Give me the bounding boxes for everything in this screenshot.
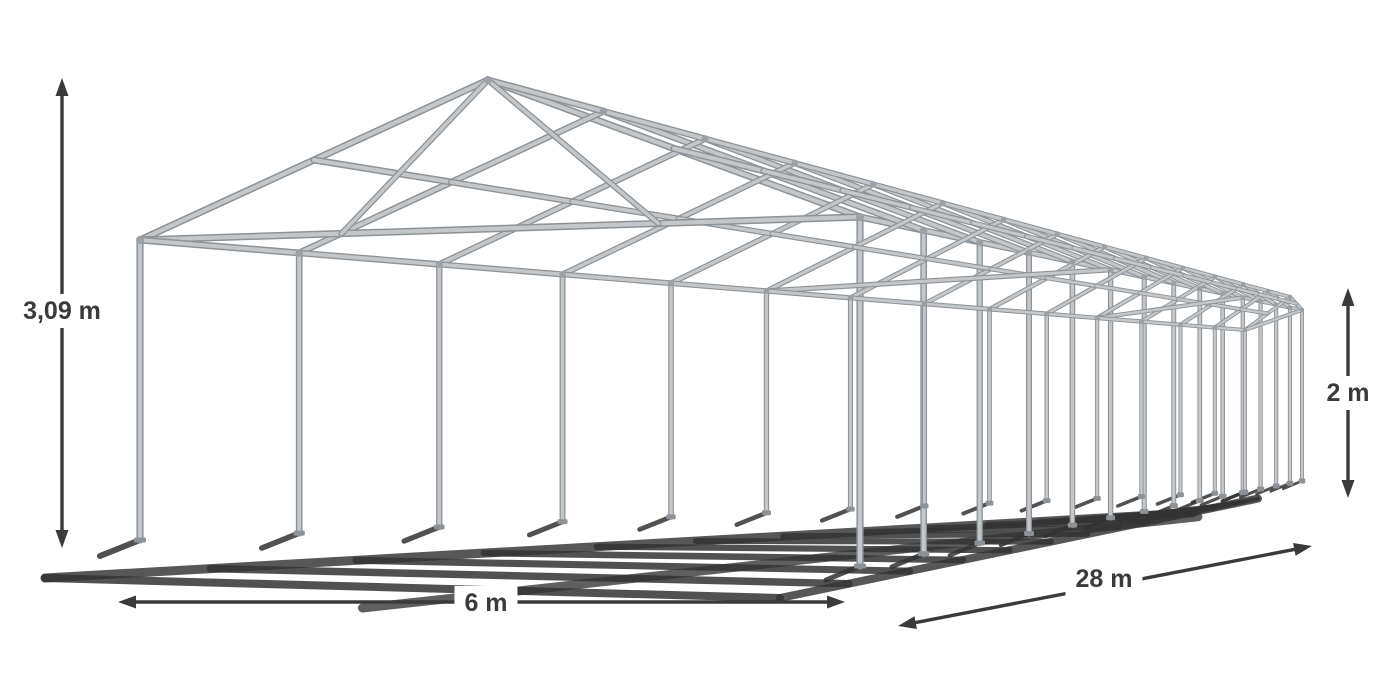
dimension-label-width: 6 m xyxy=(454,586,518,620)
dimension-label-side-height: 2 m xyxy=(1316,376,1380,410)
frame-joints xyxy=(134,76,1306,569)
dimension-label-total-height: 3,09 m xyxy=(13,294,111,328)
steel-frame xyxy=(136,76,1305,570)
dimension-label-length: 28 m xyxy=(1065,562,1143,596)
